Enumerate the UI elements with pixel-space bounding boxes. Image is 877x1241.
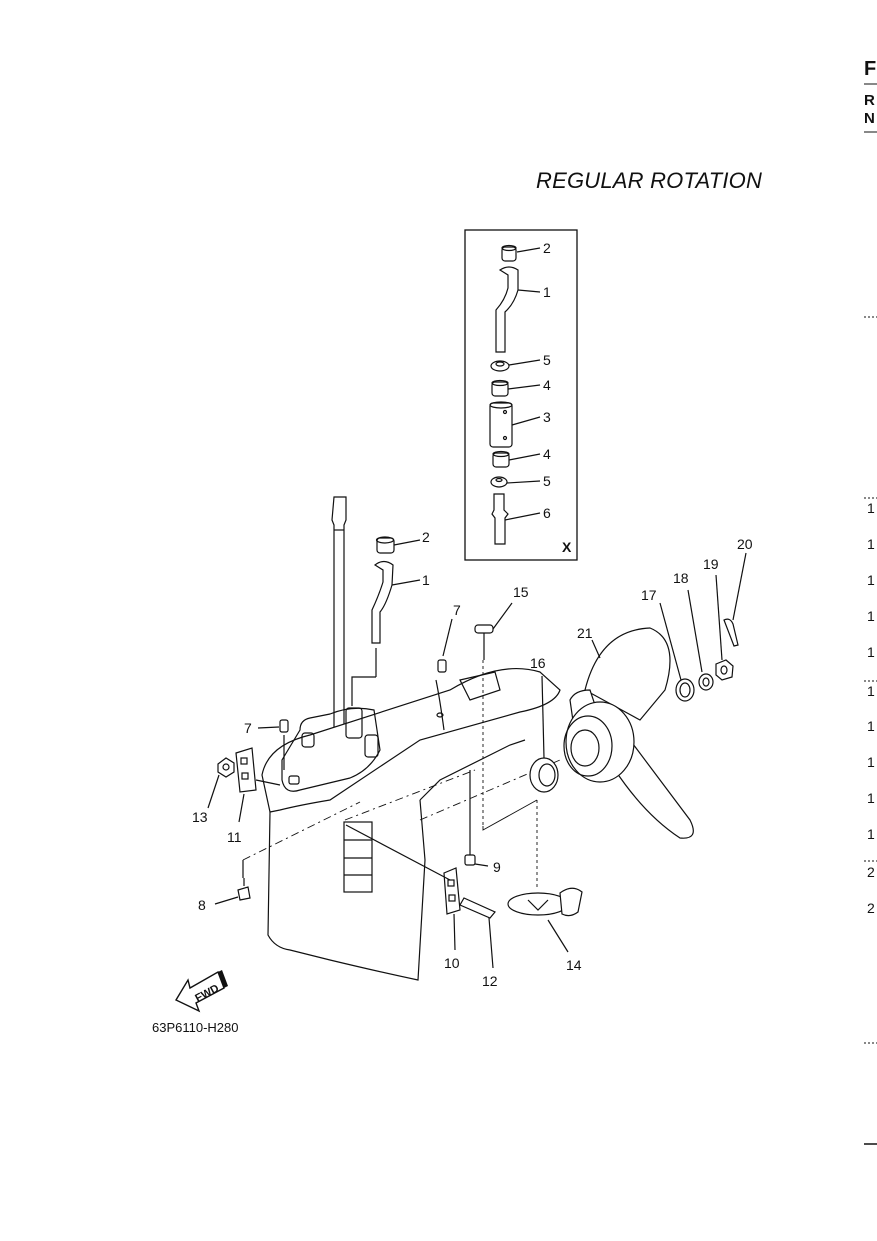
callout-17: 17 xyxy=(641,587,657,603)
callout-6-inset: 6 xyxy=(543,505,551,521)
diagram-code: 63P6110-H280 xyxy=(152,1020,239,1035)
callout-7-left: 7 xyxy=(244,720,252,736)
edge-number: 1 xyxy=(867,754,875,770)
callout-15: 15 xyxy=(513,584,529,600)
lower-casing xyxy=(261,667,561,981)
callout-1-inset: 1 xyxy=(543,284,551,300)
edge-number: 2 xyxy=(867,864,875,880)
drive-shaft xyxy=(331,496,347,743)
callout-2: 2 xyxy=(422,529,430,545)
edge-number: 1 xyxy=(867,572,875,588)
callout-8: 8 xyxy=(198,897,206,913)
callout-5-inset-upper: 5 xyxy=(543,352,551,368)
callout-3-inset: 3 xyxy=(543,409,551,425)
callout-18: 18 xyxy=(673,570,689,586)
edge-letter-r: R xyxy=(864,92,875,109)
callout-19: 19 xyxy=(703,556,719,572)
callout-16: 16 xyxy=(530,655,546,671)
callout-11: 11 xyxy=(227,829,242,845)
callout-9: 9 xyxy=(493,859,501,875)
callout-14: 14 xyxy=(566,957,582,973)
edge-number: 1 xyxy=(867,718,875,734)
callout-7-right: 7 xyxy=(453,602,461,618)
edge-number: 1 xyxy=(867,500,875,516)
edge-letter-n: N xyxy=(864,110,875,127)
callout-20: 20 xyxy=(737,536,753,552)
edge-number: 1 xyxy=(867,826,875,842)
edge-number: 1 xyxy=(867,536,875,552)
callout-1: 1 xyxy=(422,572,430,588)
edge-number: 1 xyxy=(867,644,875,660)
callout-4-inset-upper: 4 xyxy=(543,377,551,393)
callout-4-inset-lower: 4 xyxy=(543,446,551,462)
callout-5-inset-lower: 5 xyxy=(543,473,551,489)
water-tube-detail-inset xyxy=(464,229,578,561)
edge-number: 1 xyxy=(867,608,875,624)
callout-12: 12 xyxy=(482,973,498,989)
inset-label-x: X xyxy=(562,539,572,555)
callout-13: 13 xyxy=(192,809,208,825)
edge-number: 1 xyxy=(867,683,875,699)
diagram-title: REGULAR ROTATION xyxy=(536,168,763,193)
fwd-arrow-icon: FWD xyxy=(175,970,228,1013)
edge-number: 1 xyxy=(867,790,875,806)
edge-number: 2 xyxy=(867,900,875,916)
callout-2-inset: 2 xyxy=(543,240,551,256)
edge-letter-top: F xyxy=(864,58,877,80)
callout-21: 21 xyxy=(577,625,593,641)
callout-10: 10 xyxy=(444,955,460,971)
propeller xyxy=(563,627,694,839)
